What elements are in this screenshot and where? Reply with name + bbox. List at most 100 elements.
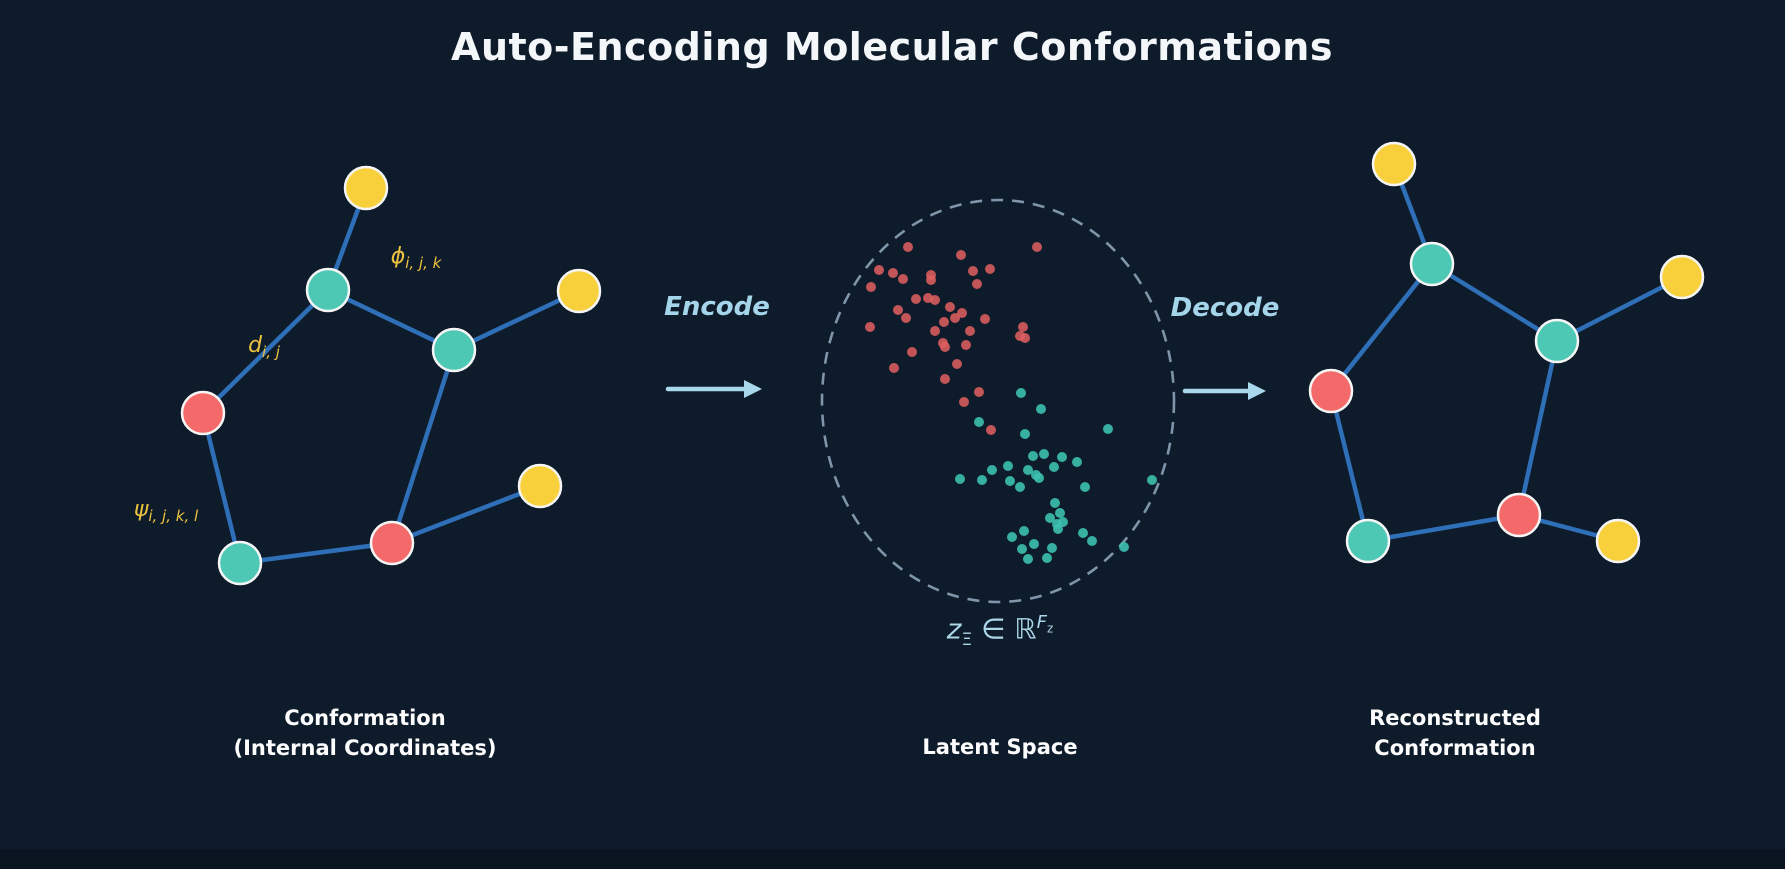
dimension-superscript: Fz bbox=[1036, 612, 1054, 636]
latent-dot-red bbox=[888, 268, 898, 278]
encode-label: Encode bbox=[664, 292, 770, 322]
latent-dot-teal bbox=[987, 465, 997, 475]
latent-dot-red bbox=[986, 425, 996, 435]
latent-dot-red bbox=[865, 322, 875, 332]
molecule-bond bbox=[200, 287, 331, 416]
latent-dot-teal bbox=[1047, 543, 1057, 553]
latent-dot-teal bbox=[1053, 524, 1063, 534]
latent-dot-teal bbox=[1072, 457, 1082, 467]
latent-dot-red bbox=[965, 326, 975, 336]
latent-dot-red bbox=[968, 266, 978, 276]
psi-subscript: i, j, k, l bbox=[148, 507, 199, 526]
latent-dot-red bbox=[974, 387, 984, 397]
molecule-bond bbox=[325, 287, 457, 353]
molecule-atom-teal bbox=[1534, 318, 1580, 364]
left-caption-line2: (Internal Coordinates) bbox=[233, 735, 497, 760]
molecule-atom-yellow bbox=[1371, 141, 1417, 187]
latent-dot-teal bbox=[1017, 544, 1027, 554]
latent-dot-red bbox=[866, 282, 876, 292]
latent-dot-red bbox=[907, 347, 917, 357]
latent-dot-red bbox=[940, 342, 950, 352]
latent-dot-teal bbox=[1015, 482, 1025, 492]
latent-dot-teal bbox=[1119, 542, 1129, 552]
latent-space-scatter bbox=[820, 198, 1176, 604]
figure-title: Auto-Encoding Molecular Conformations bbox=[451, 25, 1333, 69]
z-subscript: Ξ bbox=[961, 629, 973, 650]
middle-panel-caption: Latent Space bbox=[922, 733, 1077, 763]
latent-vector-formula: zΞ ∈ ℝFz bbox=[947, 612, 1054, 650]
latent-dot-red bbox=[901, 313, 911, 323]
middle-caption-line1: Latent Space bbox=[922, 735, 1078, 759]
latent-dot-teal bbox=[1007, 532, 1017, 542]
latent-dot-red bbox=[950, 313, 960, 323]
latent-dot-red bbox=[940, 374, 950, 384]
latent-dot-teal bbox=[1080, 482, 1090, 492]
latent-dot-teal bbox=[1049, 462, 1059, 472]
latent-dot-teal bbox=[977, 475, 987, 485]
molecule-atom-red bbox=[1308, 368, 1354, 414]
phi-symbol: ϕ bbox=[390, 243, 406, 269]
d-subscript: i, j bbox=[262, 343, 280, 362]
latent-dot-teal bbox=[1057, 452, 1067, 462]
phi-angle-annotation: ϕi, j, k bbox=[391, 244, 442, 272]
latent-dot-teal bbox=[1029, 539, 1039, 549]
latent-dot-red bbox=[1018, 322, 1028, 332]
dim-subscript: z bbox=[1046, 621, 1054, 636]
latent-dot-teal bbox=[1078, 528, 1088, 538]
latent-dot-teal bbox=[1016, 388, 1026, 398]
z-symbol: z bbox=[946, 612, 962, 646]
phi-subscript: i, j, k bbox=[405, 254, 442, 273]
element-of-symbol: ∈ bbox=[972, 612, 1015, 646]
molecule-atom-teal bbox=[1409, 241, 1455, 287]
latent-dot-red bbox=[945, 302, 955, 312]
latent-dot-teal bbox=[1039, 449, 1049, 459]
molecule-atom-teal bbox=[217, 540, 263, 586]
molecule-bond bbox=[1429, 261, 1560, 344]
right-molecule-graph bbox=[1308, 141, 1705, 564]
decode-label: Decode bbox=[1170, 293, 1280, 323]
molecule-bond bbox=[1365, 512, 1522, 544]
molecule-atom-yellow bbox=[1659, 254, 1705, 300]
latent-dot-red bbox=[1020, 333, 1030, 343]
latent-dot-red bbox=[874, 265, 884, 275]
latent-dot-teal bbox=[1103, 424, 1113, 434]
encode-decode-arrows bbox=[665, 380, 1266, 400]
molecule-bond bbox=[1328, 261, 1435, 394]
psi-symbol: ψ bbox=[133, 496, 149, 522]
latent-dot-teal bbox=[1055, 508, 1065, 518]
latent-dot-red bbox=[889, 363, 899, 373]
latent-dot-teal bbox=[1036, 404, 1046, 414]
d-symbol: d bbox=[248, 332, 263, 358]
latent-dot-teal bbox=[1045, 513, 1055, 523]
latent-dot-red bbox=[959, 397, 969, 407]
molecule-atom-yellow bbox=[556, 268, 602, 314]
latent-dot-red bbox=[893, 305, 903, 315]
latent-dot-red bbox=[939, 317, 949, 327]
right-caption-line2: Conformation bbox=[1374, 735, 1536, 760]
flow-arrow-head bbox=[744, 380, 762, 398]
left-molecule-graph bbox=[180, 165, 602, 586]
molecule-atom-red bbox=[1496, 492, 1542, 538]
latent-dot-teal bbox=[1034, 473, 1044, 483]
molecule-bond bbox=[451, 288, 582, 353]
dim-symbol: F bbox=[1036, 612, 1047, 634]
bottom-margin-strip bbox=[0, 849, 1785, 869]
molecule-bond bbox=[200, 410, 243, 566]
latent-dot-red bbox=[903, 242, 913, 252]
latent-dot-red bbox=[957, 308, 967, 318]
molecule-atom-yellow bbox=[1595, 518, 1641, 564]
molecule-atom-teal bbox=[431, 327, 477, 373]
reals-symbol: ℝ bbox=[1014, 612, 1037, 646]
latent-dot-red bbox=[972, 279, 982, 289]
latent-dot-red bbox=[898, 274, 908, 284]
molecule-atom-yellow bbox=[517, 463, 563, 509]
latent-dot-red bbox=[956, 250, 966, 260]
latent-dot-teal bbox=[1020, 429, 1030, 439]
molecule-bond bbox=[237, 540, 395, 566]
latent-dot-teal bbox=[1042, 553, 1052, 563]
molecule-bond bbox=[389, 483, 543, 546]
latent-dot-red bbox=[961, 340, 971, 350]
latent-dot-red bbox=[926, 275, 936, 285]
latent-dot-teal bbox=[1003, 461, 1013, 471]
